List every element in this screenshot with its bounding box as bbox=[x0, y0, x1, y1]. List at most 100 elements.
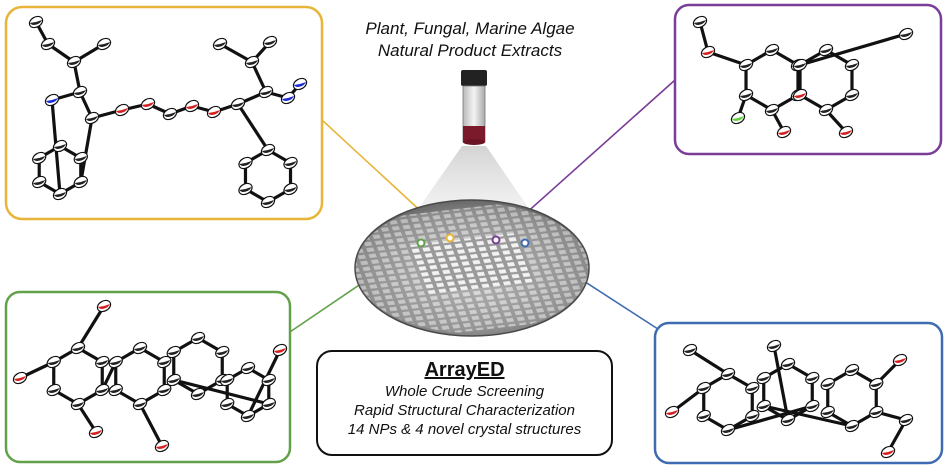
atom-shading bbox=[158, 360, 171, 365]
summary-heading: ArrayED bbox=[424, 359, 505, 381]
atom-shading bbox=[33, 156, 46, 161]
atom-shading bbox=[96, 360, 109, 365]
atom-shading bbox=[164, 112, 176, 117]
atom-shading bbox=[72, 346, 84, 351]
grid-marker-yellow bbox=[445, 233, 455, 243]
atom-shading bbox=[98, 42, 110, 47]
atom-shading bbox=[666, 410, 678, 415]
atom-shading bbox=[74, 90, 86, 95]
atom-shading bbox=[167, 378, 180, 383]
atom-shading bbox=[282, 96, 294, 101]
em-grid bbox=[354, 199, 590, 337]
sample-vial-icon bbox=[461, 70, 487, 145]
atom-shading bbox=[845, 93, 858, 98]
molecule-top-left bbox=[28, 15, 308, 209]
atom-shading bbox=[221, 378, 234, 383]
atom-shading bbox=[694, 20, 706, 25]
title-line-2: Natural Product Extracts bbox=[377, 41, 563, 60]
panel-bottom-left bbox=[4, 290, 292, 464]
bond bbox=[219, 42, 253, 64]
atom-shading bbox=[186, 104, 198, 109]
atom-shading bbox=[794, 63, 807, 68]
atom-shading bbox=[782, 418, 794, 423]
bond bbox=[727, 404, 813, 432]
atom-shading bbox=[96, 388, 109, 393]
atom-shading bbox=[262, 148, 274, 153]
atom-shading bbox=[264, 40, 276, 45]
atom-shading bbox=[870, 382, 883, 387]
atom-shading bbox=[900, 32, 912, 37]
atom-shading bbox=[90, 430, 102, 435]
atom-shading bbox=[697, 386, 710, 391]
atom-shading bbox=[846, 368, 858, 373]
atom-shading bbox=[74, 180, 87, 185]
atom-shading bbox=[840, 130, 852, 135]
atom-shading bbox=[757, 376, 770, 381]
atom-shading bbox=[900, 418, 912, 423]
atom-shading bbox=[47, 360, 60, 365]
atom-shading bbox=[740, 63, 753, 68]
atom-shading bbox=[821, 382, 834, 387]
atom-shading bbox=[239, 187, 252, 192]
atom-shading bbox=[284, 161, 297, 166]
bond bbox=[138, 403, 164, 447]
atom-shading bbox=[757, 404, 770, 409]
atom-shading bbox=[262, 200, 274, 205]
atom-shading bbox=[262, 378, 275, 383]
atom-shading bbox=[768, 344, 780, 349]
atom-shading bbox=[33, 180, 46, 185]
atom-shading bbox=[72, 402, 84, 407]
bond bbox=[763, 404, 853, 428]
grid-marker-green bbox=[416, 238, 426, 248]
atom-shading bbox=[882, 450, 894, 455]
atom-shading bbox=[782, 362, 794, 367]
atom-shading bbox=[239, 161, 252, 166]
summary-line-3: 14 NPs & 4 novel crystal structures bbox=[347, 421, 582, 438]
molecule-bottom-right bbox=[664, 339, 914, 459]
panel-top-right bbox=[673, 3, 943, 156]
bond bbox=[173, 378, 270, 406]
molecule-bottom-left bbox=[12, 299, 288, 453]
atom-shading bbox=[42, 42, 54, 47]
atom-shading bbox=[722, 428, 734, 433]
atom-shading bbox=[746, 414, 759, 419]
bond bbox=[799, 32, 907, 67]
bond bbox=[236, 103, 270, 151]
atom-shading bbox=[232, 102, 244, 107]
bond bbox=[79, 117, 94, 183]
atom-shading bbox=[845, 63, 858, 68]
atom-shading bbox=[156, 444, 168, 449]
atom-shading bbox=[794, 93, 807, 98]
atom-shading bbox=[740, 93, 753, 98]
atom-shading bbox=[684, 348, 696, 353]
grid-marker-purple bbox=[491, 235, 501, 245]
summary-line-1: Whole Crude Screening bbox=[384, 383, 545, 400]
atom-shading bbox=[134, 346, 146, 351]
atom-shading bbox=[821, 410, 834, 415]
atom-shading bbox=[242, 366, 254, 371]
atom-shading bbox=[54, 192, 66, 197]
atom-shading bbox=[208, 110, 220, 115]
atom-shading bbox=[870, 410, 883, 415]
atom-shading bbox=[46, 98, 58, 103]
atom-shading bbox=[746, 386, 759, 391]
bond bbox=[772, 345, 790, 421]
extract-title: Plant, Fungal, Marine Algae Natural Prod… bbox=[300, 18, 640, 62]
atom-shading bbox=[284, 187, 297, 192]
atom-shading bbox=[766, 48, 778, 53]
atom-shading bbox=[54, 144, 66, 149]
atom-shading bbox=[274, 348, 286, 353]
atom-shading bbox=[116, 108, 128, 113]
molecule-top-right bbox=[692, 15, 914, 139]
atom-shading bbox=[14, 376, 26, 381]
atom-shading bbox=[214, 42, 226, 47]
atom-shading bbox=[846, 424, 858, 429]
summary-box: ArrayED Whole Crude Screening Rapid Stru… bbox=[316, 350, 613, 456]
atom-shading bbox=[221, 402, 234, 407]
atom-shading bbox=[30, 20, 42, 25]
atom-shading bbox=[109, 360, 122, 365]
atom-shading bbox=[722, 372, 734, 377]
atom-shading bbox=[68, 60, 80, 65]
atom-shading bbox=[732, 116, 744, 121]
